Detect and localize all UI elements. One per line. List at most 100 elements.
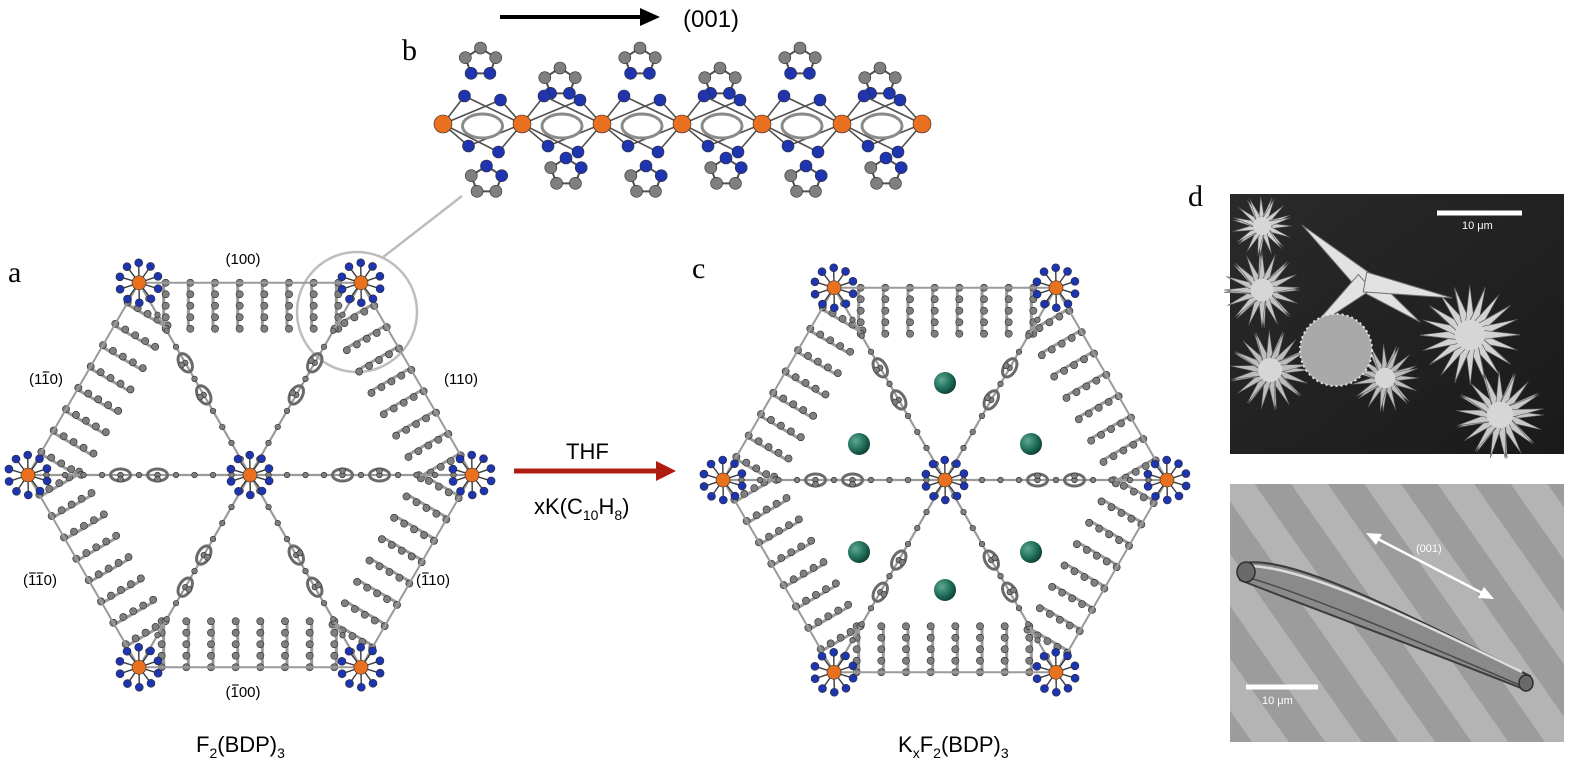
nitrogen-atom	[959, 469, 969, 478]
nitrogen-atom	[345, 679, 354, 688]
carbon-atom	[1070, 361, 1078, 369]
nitrogen-atom	[1151, 492, 1160, 501]
vertex-node	[115, 642, 163, 692]
chain-ring-depth	[461, 112, 504, 140]
carbon-atom	[82, 549, 91, 557]
edge-bond	[27, 282, 140, 476]
carbon-atom	[207, 617, 215, 626]
scale-label-bottom: 10 μm	[1262, 695, 1293, 707]
nitrogen-atom	[134, 258, 144, 268]
iron-atom	[20, 467, 36, 483]
carbon-atom	[1037, 351, 1046, 360]
chain-atom	[489, 51, 503, 64]
carbon-atom	[997, 380, 1004, 387]
carbon-atom	[413, 471, 420, 479]
carbon-atom	[852, 645, 861, 654]
nitrogen-atom	[817, 651, 827, 661]
carbon-atom	[902, 633, 910, 642]
nitrogen-atom	[810, 289, 820, 299]
carbon-atom	[77, 494, 86, 503]
carbon-atom	[191, 568, 198, 575]
nitrogen-atom	[1070, 673, 1080, 683]
carbon-atom	[1097, 430, 1106, 439]
nitrogen-atom	[817, 267, 827, 277]
nitrogen-atom	[1070, 276, 1080, 286]
carbon-atom	[951, 645, 960, 654]
carbon-atom	[750, 484, 759, 493]
carbon-atom	[265, 439, 272, 447]
carbon-atom	[89, 516, 98, 525]
carbon-atom	[320, 600, 328, 607]
carbon-atom	[107, 591, 115, 600]
carbon-atom	[99, 510, 108, 519]
nitrogen-atom	[11, 454, 21, 464]
chain-atom	[870, 177, 883, 190]
panel-letter-d: d	[1188, 180, 1203, 213]
chain-iron	[512, 114, 532, 134]
carbon-atom	[302, 375, 309, 382]
carbon-atom	[756, 476, 764, 484]
framework-edge	[139, 617, 361, 672]
carbon-atom	[826, 336, 835, 345]
carbon-atom	[385, 568, 394, 576]
chain-ring-depth	[540, 112, 584, 140]
nitrogen-atom	[730, 459, 739, 468]
chain-atom	[879, 151, 893, 165]
nitrogen-atom	[1032, 289, 1042, 299]
carbon-atom	[799, 406, 808, 414]
carbon-atom	[444, 488, 453, 497]
carbon-atom	[984, 394, 991, 402]
chain-atom	[574, 161, 588, 174]
crystal-cluster	[1232, 195, 1293, 257]
carbon-atom	[976, 645, 984, 654]
carbon-atom	[784, 521, 793, 530]
carbon-atom	[342, 346, 351, 355]
nitrogen-atom	[345, 294, 354, 304]
carbon-atom	[1090, 578, 1099, 587]
carbon-atom	[1015, 476, 1023, 484]
nitrogen-atom	[12, 487, 21, 496]
nitrogen-atom	[1063, 299, 1073, 309]
framework-edge	[722, 472, 865, 673]
carbon-atom	[902, 622, 910, 631]
carbon-atom	[138, 364, 147, 372]
nitrogen-atom	[707, 492, 716, 501]
crystal-core	[1258, 358, 1282, 382]
bridge-bond	[442, 123, 499, 153]
chain-atom	[734, 161, 748, 174]
carbon-atom	[1015, 348, 1023, 355]
carbon-atom	[819, 558, 828, 566]
carbon-atom	[260, 313, 269, 322]
chain-atom	[563, 87, 576, 100]
carbon-atom	[1015, 605, 1023, 612]
nitrogen-atom	[810, 662, 820, 671]
carbon-atom	[926, 622, 935, 631]
carbon-atom	[1126, 476, 1134, 484]
chain-atom	[713, 61, 727, 75]
chain-ring-depth	[700, 112, 744, 140]
nitrogen-atom	[356, 298, 366, 308]
carbon-atom	[117, 586, 125, 594]
carbon-atom	[207, 640, 215, 649]
framework-edge	[328, 471, 473, 668]
chain-structure	[433, 41, 932, 198]
carbon-atom	[211, 290, 219, 299]
carbon-atom	[367, 389, 376, 397]
potassium-ion	[934, 579, 956, 601]
carbon-atom	[315, 581, 322, 589]
carbon-atom	[305, 617, 314, 626]
carbon-atom	[881, 295, 890, 304]
carbon-atom	[775, 526, 783, 535]
carbon-atom	[1004, 318, 1013, 327]
carbon-atom	[1045, 610, 1054, 618]
carbon-atom	[844, 600, 853, 609]
carbon-atom	[997, 476, 1004, 484]
carbon-atom	[377, 535, 386, 544]
nitrogen-atom	[940, 495, 950, 505]
carbon-atom	[955, 306, 964, 315]
carbon-atom	[823, 363, 832, 372]
carbon-atom	[172, 471, 180, 479]
carbon-atom	[114, 558, 123, 567]
chain-atom	[710, 177, 723, 190]
framework-spoke	[723, 472, 945, 488]
